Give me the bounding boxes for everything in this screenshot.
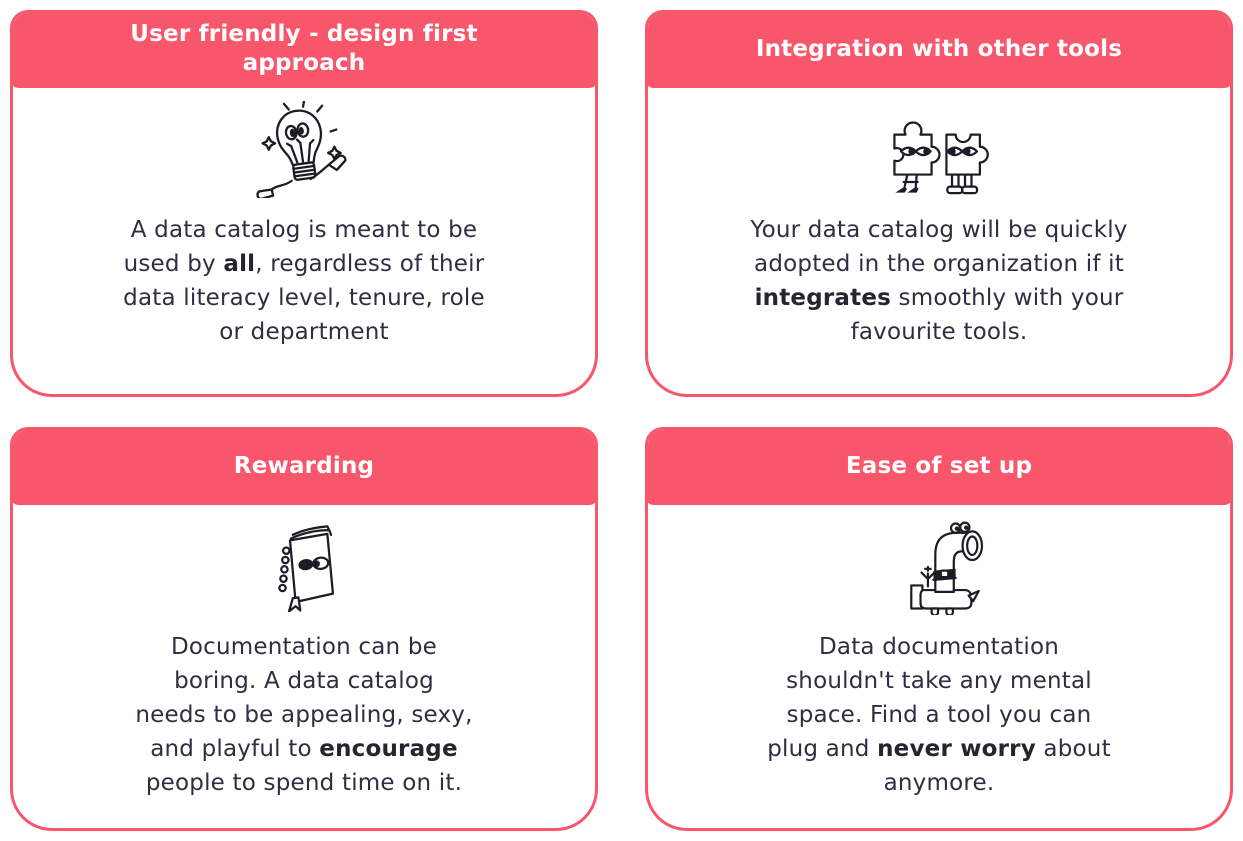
card-title: Rewarding xyxy=(233,452,375,479)
periscope-dog-icon xyxy=(882,518,996,615)
card-integration: Integration with other tools xyxy=(645,10,1233,397)
puzzle-pieces-icon xyxy=(874,101,1004,198)
card-header: Integration with other tools xyxy=(648,13,1230,88)
card-rewarding: Rewarding Documentat xyxy=(10,427,598,831)
card-ease-of-set-up: Ease of set up xyxy=(645,427,1233,831)
notebook-icon xyxy=(262,518,346,615)
card-header: Ease of set up xyxy=(648,430,1230,505)
card-title: Ease of set up xyxy=(845,452,1033,479)
card-title: Integration with other tools xyxy=(755,35,1123,62)
card-header: Rewarding xyxy=(13,430,595,505)
running-lightbulb-icon xyxy=(241,101,367,198)
